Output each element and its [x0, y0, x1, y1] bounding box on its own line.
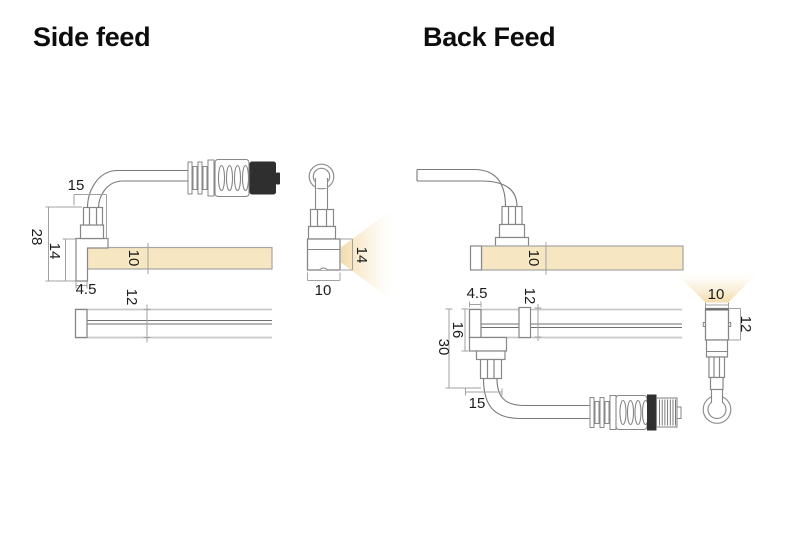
connector-nut [309, 208, 335, 228]
strip-cross-section [306, 238, 341, 271]
dimension-lines [307, 238, 353, 281]
m8-connector-cap [249, 161, 280, 195]
strip-endcap [468, 308, 482, 339]
back-feed-end-view [672, 270, 760, 424]
dim-side-endcap-width: 4.5 [75, 281, 97, 298]
strip-inner-lines [481, 323, 682, 329]
light-beam [341, 206, 397, 304]
dimension-lines [705, 302, 741, 341]
feed-cable [86, 169, 190, 209]
connector-collar [475, 350, 506, 361]
m8-connector-body [214, 158, 250, 198]
dim-back-endcap-width: 4.5 [466, 285, 488, 302]
loop-mask [314, 177, 329, 188]
back-feed-side-view [416, 168, 684, 275]
dim-side-end-width: 10 [314, 282, 332, 299]
dim-side-fitting-width: 15 [67, 177, 85, 194]
loop-mask [711, 395, 723, 410]
led-strip-profile [480, 245, 684, 271]
back-feed-bracket [468, 336, 508, 352]
dimension-lines [45, 194, 152, 289]
m8-connector-thread [655, 397, 682, 428]
dim-side-strip-width: 12 [123, 288, 140, 306]
dim-back-end-height: 12 [737, 315, 754, 333]
back-feed-title: Back Feed [423, 22, 556, 52]
back-feed-diagram [416, 168, 760, 431]
m8-connector-body [615, 394, 650, 431]
dim-back-end-width: 10 [707, 286, 725, 303]
dim-side-end-height: 14 [353, 246, 370, 264]
dim-back-strip-width: 12 [521, 287, 538, 305]
connector-nut [501, 205, 523, 226]
side-feed-end-view [306, 163, 397, 304]
dim-back-strip-height: 10 [525, 249, 542, 267]
dim-side-total-height: 28 [28, 228, 45, 246]
dim-back-total-height: 30 [435, 338, 452, 356]
light-beam [672, 270, 760, 303]
connector-collar [498, 223, 526, 239]
connector-collar [79, 224, 105, 240]
side-feed-title: Side feed [33, 22, 151, 52]
dimension-lines [143, 304, 151, 343]
side-feed-side-view [45, 158, 280, 289]
feed-cable [416, 168, 518, 207]
cable-tube [314, 178, 329, 210]
side-feed-diagram [45, 158, 397, 343]
cable-strain-relief [589, 395, 617, 430]
feed-cable [482, 378, 590, 420]
strip-outer-edges [75, 308, 272, 339]
connector-nut [708, 356, 726, 391]
end-feed-bracket [75, 237, 109, 282]
dimension-lines [445, 301, 542, 396]
strip-endcap [469, 245, 483, 271]
cable-strain-relief [187, 159, 215, 197]
strip-inner-lines [87, 319, 272, 325]
dim-side-strip-height: 10 [125, 249, 142, 267]
strip-endcap [74, 308, 88, 339]
dimension-lines [542, 242, 550, 275]
m8-connector-ring [647, 394, 657, 431]
strip-cross-section [702, 307, 732, 341]
cable-tube [710, 389, 724, 403]
connector-nut [82, 206, 104, 226]
dim-side-connector-height: 14 [46, 242, 63, 260]
led-strip-profile [86, 246, 273, 270]
side-feed-plan-view [74, 304, 272, 343]
connector-collar [307, 225, 337, 240]
dim-back-fitting-width: 15 [468, 395, 486, 412]
connector-nut [479, 358, 503, 380]
connector-profile-piece [518, 306, 532, 339]
connector-collar [705, 339, 729, 358]
back-feed-plan-view [445, 301, 682, 431]
